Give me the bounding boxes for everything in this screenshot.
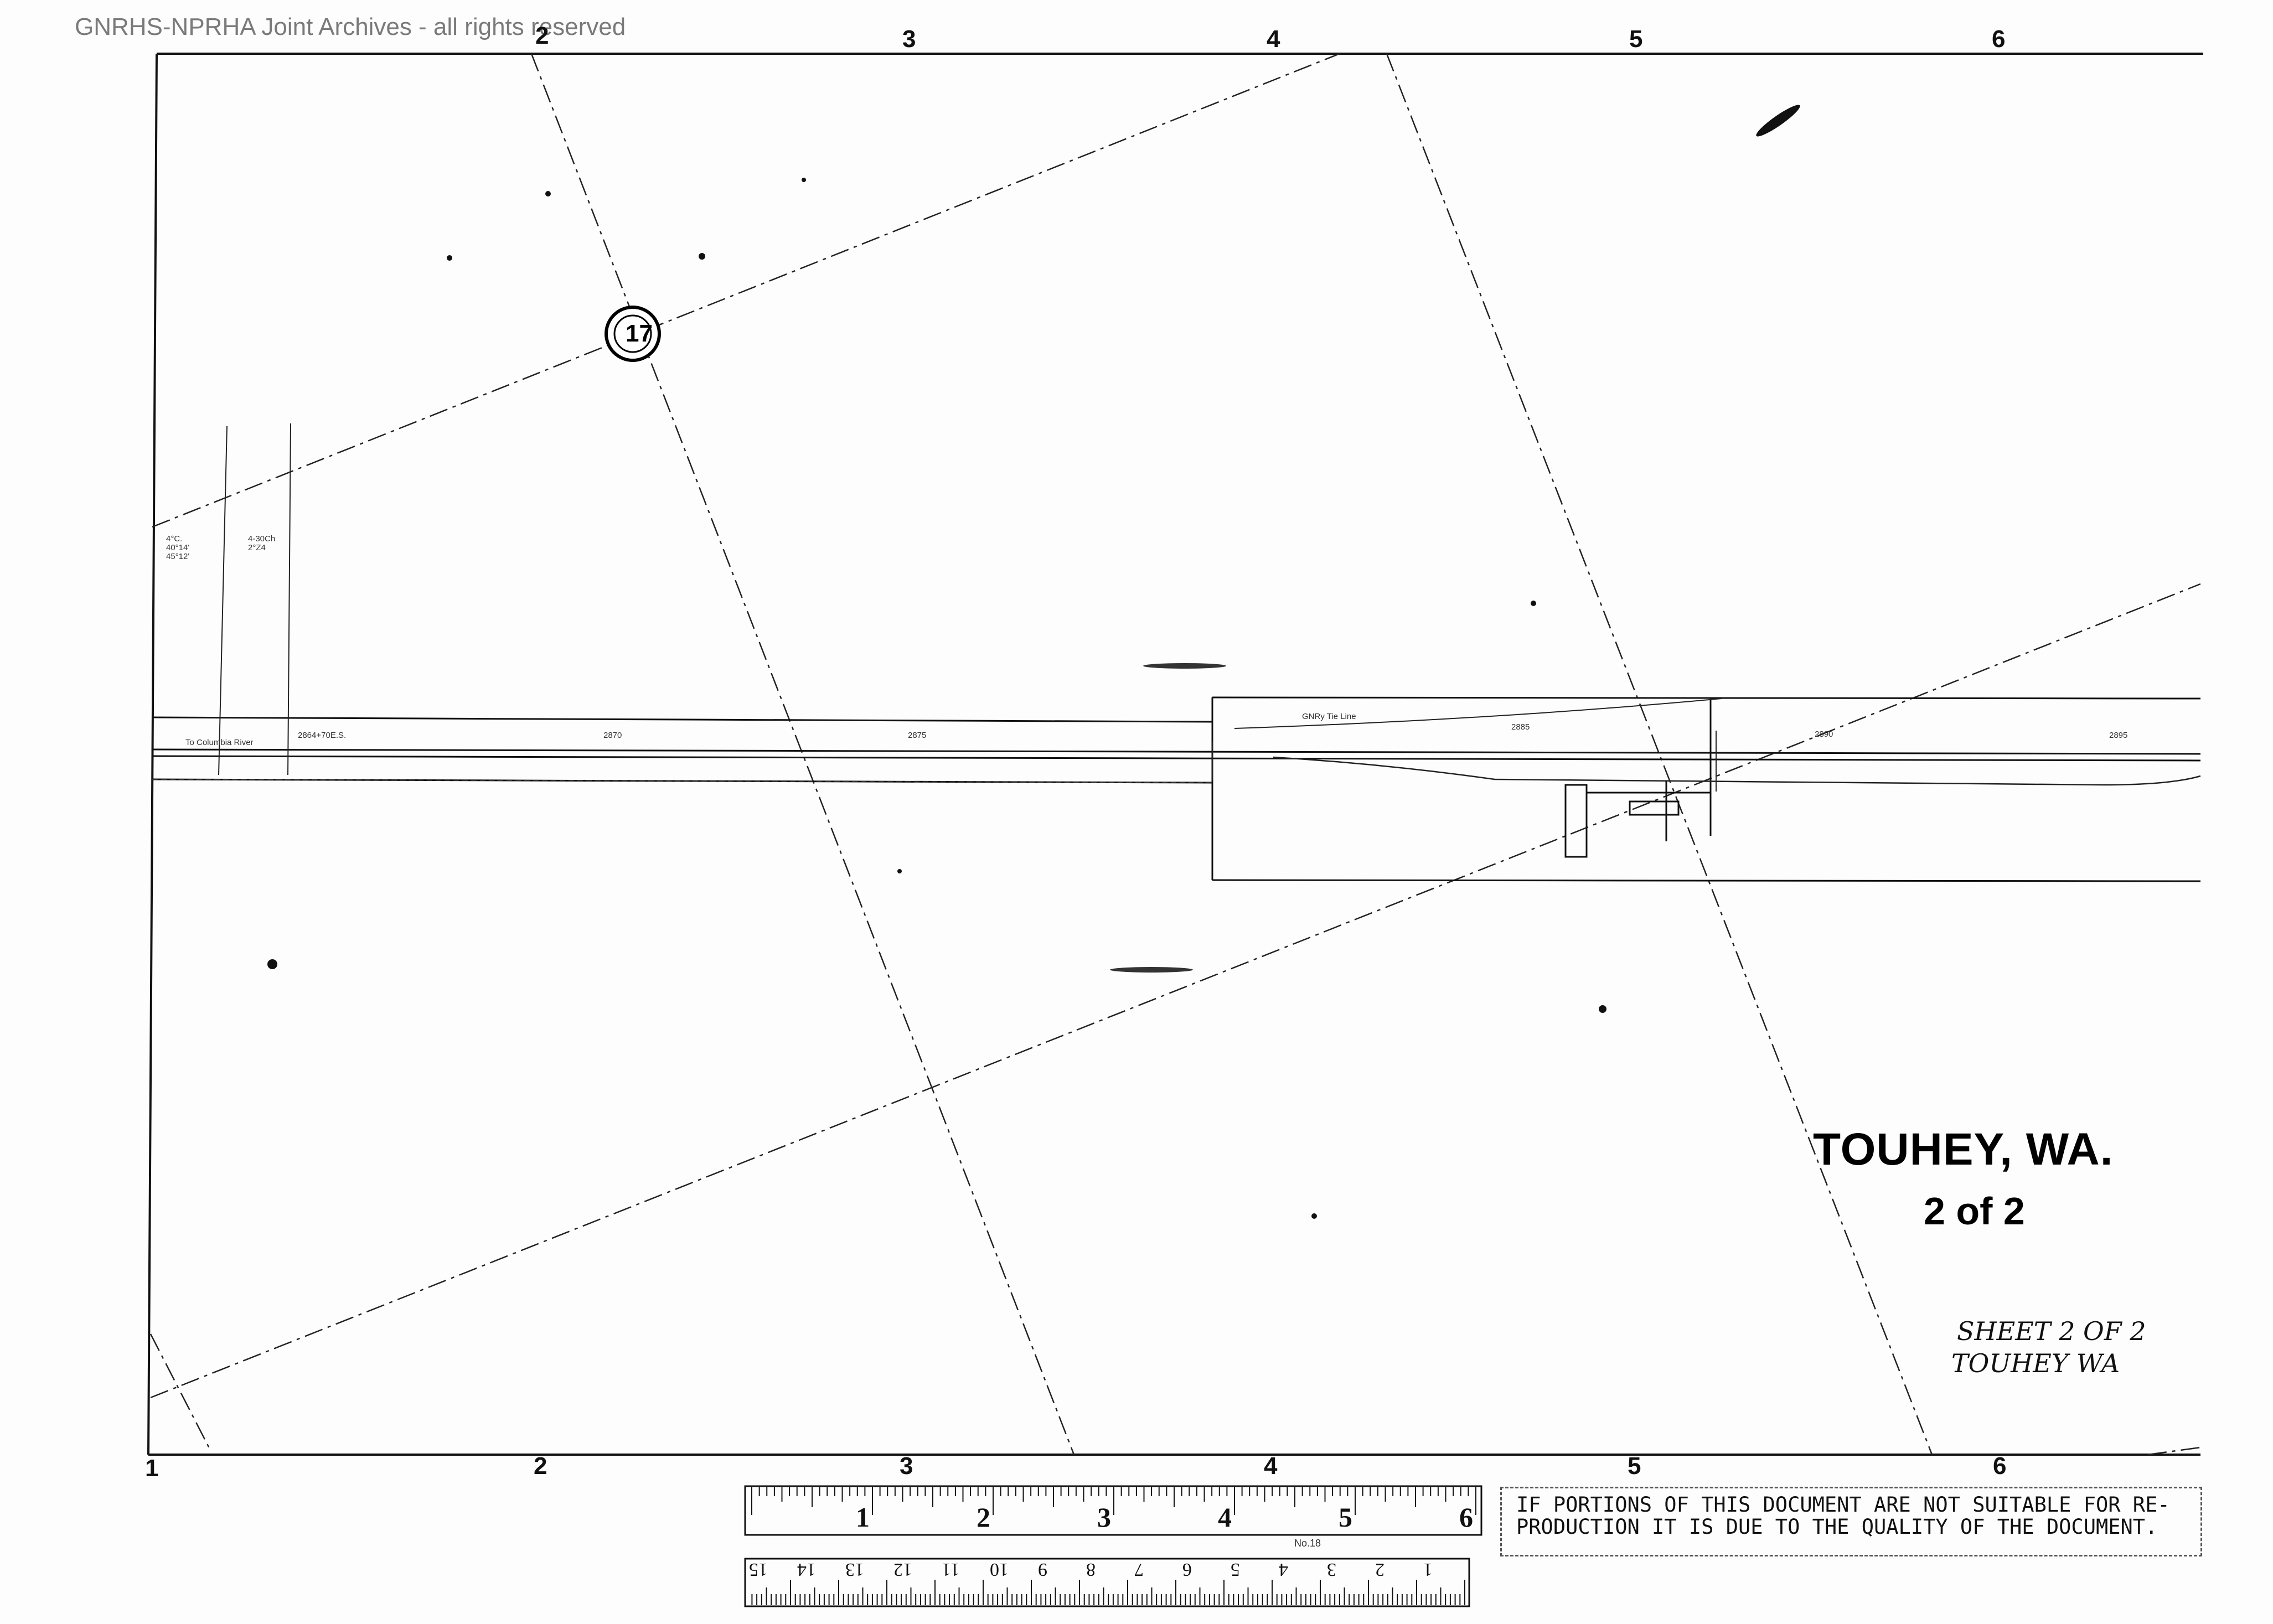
ruler-cm-number: 12 bbox=[893, 1559, 912, 1580]
section-number: 17 bbox=[626, 320, 653, 347]
ruler-cm-number: 13 bbox=[845, 1559, 864, 1580]
ruler-cm-number: 4 bbox=[1279, 1559, 1288, 1580]
ruler-cm-number: 3 bbox=[1327, 1559, 1336, 1580]
ruler-cm-number: 9 bbox=[1038, 1559, 1047, 1580]
station-label-2870: 2870 bbox=[603, 731, 622, 740]
ruler-cm-number: 8 bbox=[1086, 1559, 1096, 1580]
station-label-2864: 2864+70E.S. bbox=[298, 731, 347, 740]
grid-top-5: 5 bbox=[1629, 25, 1643, 53]
frame-left bbox=[147, 53, 158, 1455]
ruler-cm-number: 15 bbox=[749, 1559, 768, 1580]
handwritten-station-note: TOUHEY WA bbox=[1951, 1348, 2120, 1378]
ruler-inch-number: 6 bbox=[1459, 1502, 1473, 1533]
depot-building bbox=[1564, 784, 1588, 858]
main-line-label: GNRy Tie Line bbox=[1302, 712, 1356, 721]
grid-bottom-4: 4 bbox=[1264, 1452, 1278, 1480]
row-south-east bbox=[1212, 879, 2201, 882]
ruler-cm-number: 11 bbox=[942, 1559, 960, 1580]
grid-bottom-1: 1 bbox=[145, 1455, 159, 1482]
right-of-way bbox=[152, 696, 2201, 882]
section-line-corner-east bbox=[2147, 1446, 2201, 1456]
grid-bottom-6: 6 bbox=[1993, 1452, 2007, 1480]
ruler-cm-number: 6 bbox=[1182, 1559, 1192, 1580]
station-label-2875: 2875 bbox=[908, 731, 927, 740]
notice-line-2: PRODUCTION IT IS DUE TO THE QUALITY OF T… bbox=[1516, 1515, 2158, 1539]
station-ticks bbox=[218, 423, 1717, 792]
ruler-inch-number: 2 bbox=[977, 1502, 990, 1533]
ruler-cm-number: 1 bbox=[1423, 1559, 1433, 1580]
station-title: TOUHEY, WA. bbox=[1813, 1124, 2114, 1175]
section-line-west bbox=[530, 53, 1075, 1455]
warehouse-building bbox=[1629, 800, 1680, 816]
notice-line-1: IF PORTIONS OF THIS DOCUMENT ARE NOT SUI… bbox=[1516, 1493, 2170, 1517]
ink-specks bbox=[267, 105, 1800, 1219]
station-label-2890: 2890 bbox=[1815, 730, 1833, 739]
ruler-cm-number: 5 bbox=[1231, 1559, 1240, 1580]
main-track bbox=[152, 748, 2201, 762]
ruler-inch-number: 4 bbox=[1218, 1502, 1232, 1533]
curve-data-label-2: 4-30Ch 2°Z4 bbox=[248, 534, 276, 552]
station-label-2885: 2885 bbox=[1511, 722, 1530, 732]
ruler-cm-number: 10 bbox=[990, 1559, 1009, 1580]
ruler-cm-number: 2 bbox=[1375, 1559, 1385, 1580]
grid-top-2: 2 bbox=[535, 22, 549, 49]
reproduction-notice: IF PORTIONS OF THIS DOCUMENT ARE NOT SUI… bbox=[1500, 1487, 2202, 1556]
passing-siding bbox=[1273, 756, 2201, 786]
section-lines bbox=[149, 53, 2201, 1456]
columbia-river-label: To Columbia River bbox=[185, 738, 254, 747]
handwritten-sheet-note: SHEET 2 OF 2 bbox=[1957, 1316, 2146, 1346]
row-north-east bbox=[1212, 696, 2201, 700]
grid-bottom-3: 3 bbox=[900, 1452, 913, 1480]
grid-bottom-5: 5 bbox=[1628, 1452, 1641, 1480]
scale-ruler bbox=[744, 1485, 1482, 1607]
grid-top-4: 4 bbox=[1267, 25, 1280, 53]
ruler-inch-number: 3 bbox=[1097, 1502, 1111, 1533]
tie-line bbox=[1234, 698, 1722, 729]
row-north-west bbox=[152, 716, 1213, 723]
section-line-diagonal-north bbox=[152, 53, 1340, 528]
section-line-diagonal-south bbox=[150, 583, 2201, 1399]
section-marker-17 bbox=[605, 306, 661, 362]
grid-top-3: 3 bbox=[902, 25, 916, 53]
ruler-cm-number: 14 bbox=[797, 1559, 816, 1580]
section-line-corner bbox=[149, 1333, 211, 1451]
archive-watermark: GNRHS-NPRHA Joint Archives - all rights … bbox=[75, 13, 626, 40]
grid-top-6: 6 bbox=[1992, 25, 2006, 53]
section-line-east bbox=[1386, 53, 1933, 1455]
ruler-model-label: No.18 bbox=[1294, 1538, 1321, 1549]
station-buildings bbox=[1564, 780, 1711, 858]
curve-data-label: 4°C. 40°14' 45°12' bbox=[166, 534, 190, 561]
ruler-inch-number: 1 bbox=[856, 1502, 870, 1533]
grid-bottom-2: 2 bbox=[534, 1452, 547, 1480]
sheet-number: 2 of 2 bbox=[1924, 1189, 2025, 1233]
ruler-inch-number: 5 bbox=[1339, 1502, 1352, 1533]
station-label-2895: 2895 bbox=[2109, 731, 2128, 740]
row-south-west bbox=[152, 778, 1213, 784]
ruler-cm-number: 7 bbox=[1134, 1559, 1144, 1580]
